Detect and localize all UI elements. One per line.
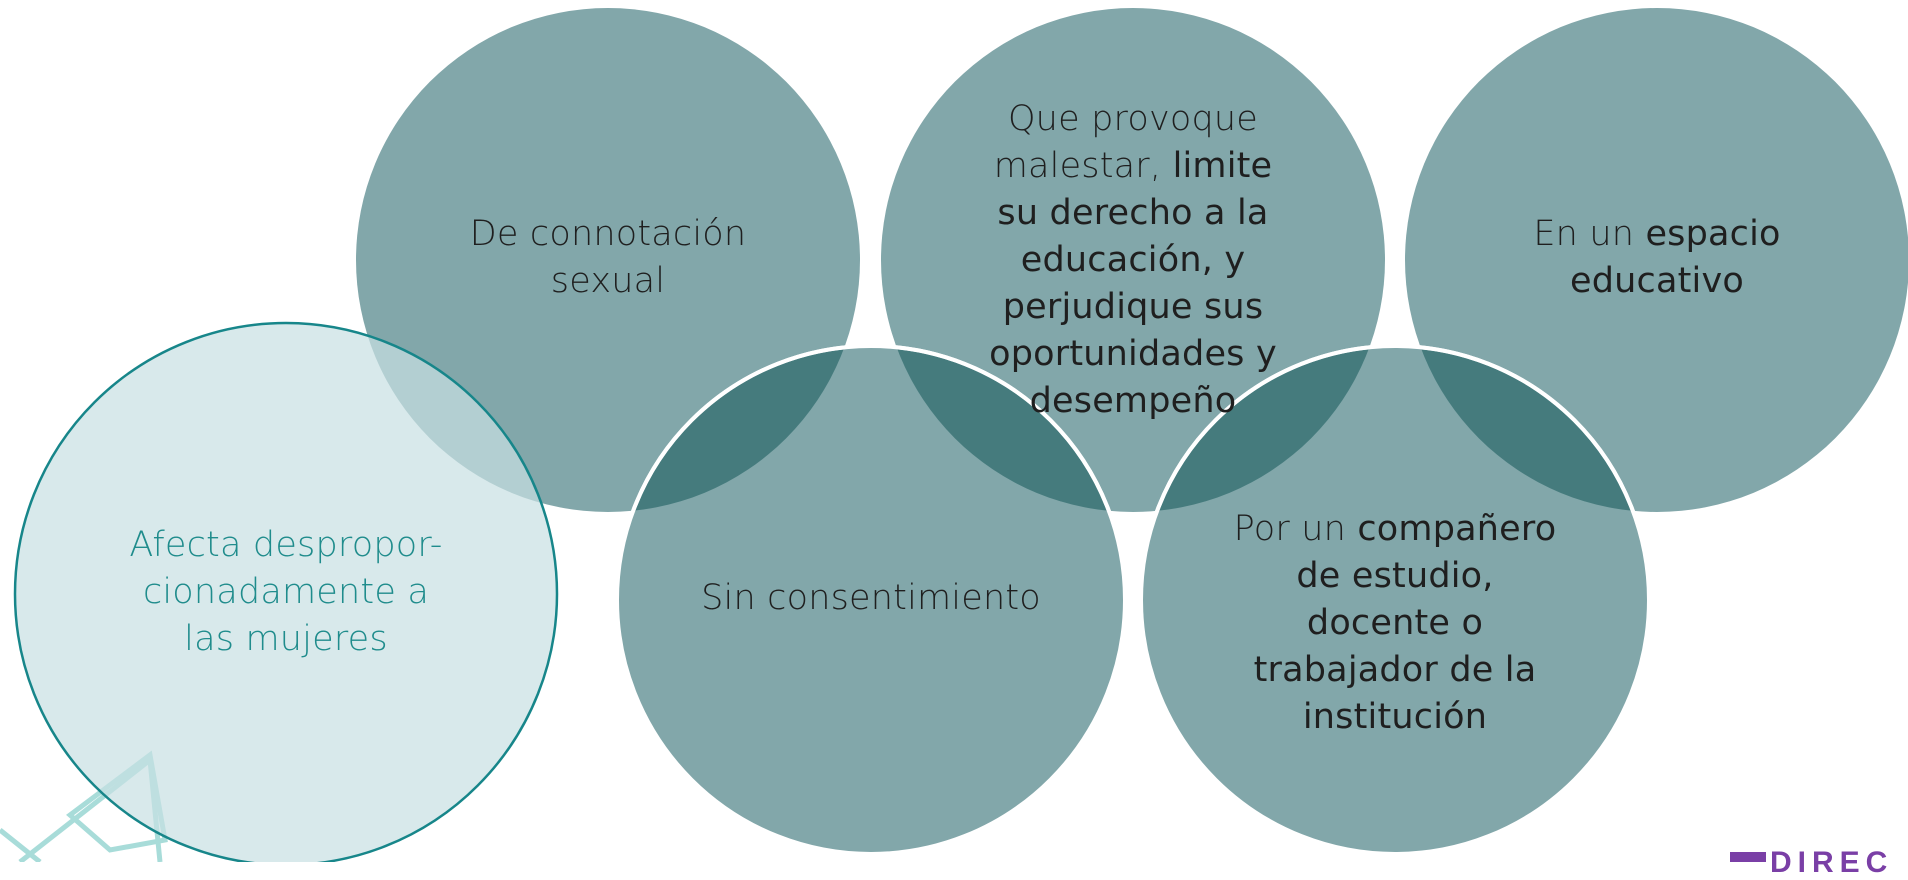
- label-companero: Por un compañero de estudio, docente o t…: [1222, 506, 1568, 741]
- label-consentimiento: Sin consentimiento: [681, 575, 1061, 622]
- label-malestar-intro: Que provoque malestar,: [993, 99, 1259, 186]
- label-connotacion-text: De connotación sexual: [469, 214, 747, 301]
- logo-text: DIREC: [1770, 846, 1894, 879]
- label-espacio-emphasis: espacio educativo: [1570, 214, 1781, 301]
- label-mujeres-text: Afecta despropor-cionadamente a las muje…: [129, 525, 443, 659]
- label-companero-intro: Por un: [1233, 509, 1358, 549]
- circle-consentimiento: [615, 344, 1127, 856]
- logo-bar: [1730, 852, 1766, 862]
- diagram-canvas: [0, 8, 1908, 862]
- label-consentimiento-text: Sin consentimiento: [701, 578, 1041, 618]
- label-espacio: En un espacio educativo: [1527, 211, 1787, 305]
- circle-mujeres: [13, 321, 559, 862]
- label-connotacion: De connotación sexual: [458, 211, 758, 305]
- label-malestar: Que provoque malestar, limite su derecho…: [970, 96, 1296, 425]
- label-mujeres: Afecta despropor-cionadamente a las muje…: [116, 522, 456, 663]
- label-companero-emphasis: compañero de estudio, docente o trabajad…: [1253, 509, 1557, 737]
- label-malestar-emphasis: limite su derecho a la educación, y perj…: [989, 146, 1277, 421]
- circle-companero: [1139, 344, 1651, 856]
- label-espacio-intro: En un: [1533, 214, 1646, 254]
